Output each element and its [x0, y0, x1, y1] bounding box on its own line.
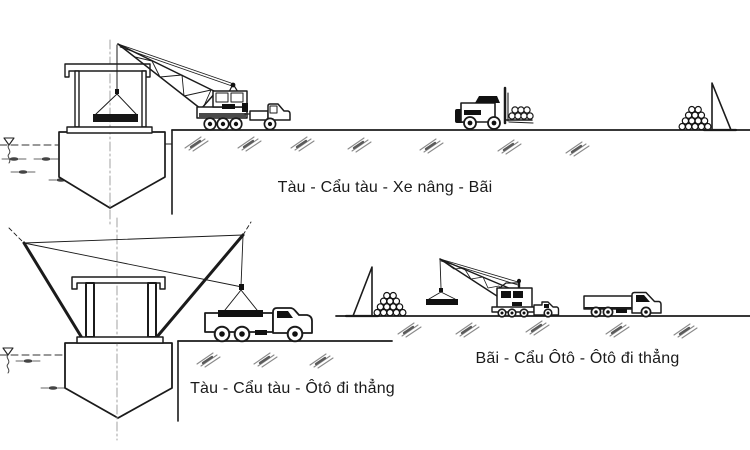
mobile-crane-icon	[426, 258, 560, 318]
scheme3-caption: Bãi - Cẩu Ôtô - Ôtô đi thẳng	[475, 350, 680, 367]
quay-and-ground-2	[177, 340, 393, 422]
boom-cables	[117, 43, 239, 93]
dump-truck-icon	[583, 291, 662, 318]
scheme-2	[0, 217, 393, 441]
tow-truck	[244, 103, 291, 131]
truck-crane-icon	[117, 43, 291, 131]
marker-pole-icon-2	[344, 266, 380, 318]
cargo-pile-icon-2	[373, 291, 407, 317]
water-surface	[0, 137, 59, 164]
forklift-icon	[455, 86, 534, 130]
grass-tufts-3	[396, 319, 699, 340]
grass-tufts-2	[195, 351, 335, 370]
hoisted-cargo	[93, 44, 138, 122]
derrick-ship-icon	[8, 217, 252, 441]
cargo-hold-frame-2	[71, 276, 166, 344]
scheme1-caption: Tàu - Cẩu tàu - Xe nâng - Bãi	[277, 179, 493, 196]
ship-icon	[58, 39, 166, 225]
grass-tufts	[183, 135, 591, 158]
lattice-boom	[117, 43, 217, 110]
derrick-boom-right	[154, 233, 245, 340]
cargo-hold-frame	[64, 63, 153, 134]
derrick-boom-left	[22, 241, 84, 340]
flatbed-truck-icon	[204, 284, 313, 343]
truck-load	[218, 310, 263, 317]
cargo-pile-icon	[678, 105, 712, 131]
scheme-1	[0, 39, 750, 225]
scheme-3	[335, 258, 750, 340]
hoisted-cargo-2	[426, 258, 458, 305]
scheme2-caption: Tàu - Cẩu tàu - Ôtô đi thẳng	[190, 380, 395, 397]
tow-truck-2	[533, 301, 560, 318]
marker-pole-icon	[702, 82, 738, 132]
forklift-load	[508, 106, 534, 120]
water-surface-2	[0, 347, 65, 374]
